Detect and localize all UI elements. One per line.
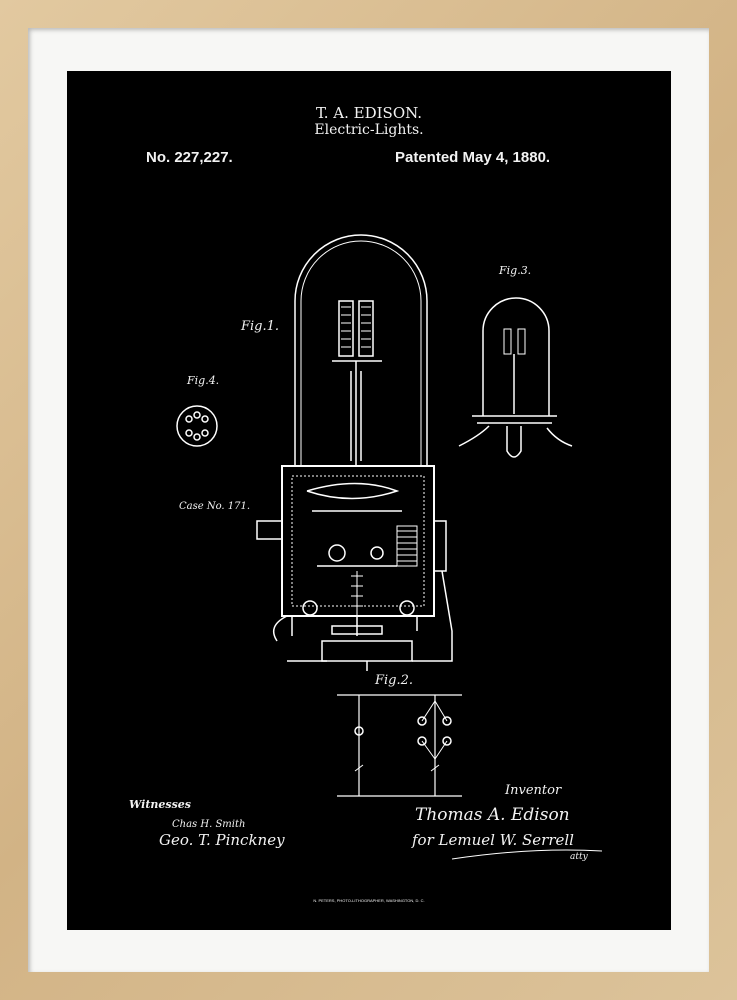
printer-credit: N. PETERS, PHOTO-LITHOGRAPHER, WASHINGTO… xyxy=(313,898,425,903)
fig4-label: Fig.4. xyxy=(187,374,220,387)
witness-signature-2: Geo. T. Pinckney xyxy=(159,831,285,849)
patent-title: Electric-Lights. xyxy=(314,122,424,138)
coil-right xyxy=(358,300,374,357)
fig4-drawing xyxy=(176,405,218,447)
witness-signature-1: Chas H. Smith xyxy=(172,819,246,830)
attorney-signature: for Lemuel W. Serrell xyxy=(412,831,574,849)
patent-drawing xyxy=(176,234,603,860)
fig2-circuit xyxy=(337,694,462,797)
case-number: Case No. 171. xyxy=(179,501,251,512)
inventor-heading: T. A. EDISON. xyxy=(315,104,423,122)
patent-number: No. 227,227. xyxy=(146,149,233,166)
inventor-signature: Thomas A. Edison xyxy=(415,805,570,825)
fig2-label: Fig.2. xyxy=(375,673,414,688)
fig1-label: Fig.1. xyxy=(241,319,280,334)
glass-dome xyxy=(294,234,428,466)
patent-poster: T. A. EDISON. Electric-Lights. No. 227,2… xyxy=(67,71,671,930)
coil-left xyxy=(338,300,354,357)
attorney-suffix: atty xyxy=(570,852,588,862)
patent-date: Patented May 4, 1880. xyxy=(395,149,551,166)
fig3-label: Fig.3. xyxy=(499,264,532,277)
witnesses-label: Witnesses xyxy=(129,798,191,811)
fig3-dome xyxy=(482,297,550,416)
base-housing xyxy=(281,465,435,617)
inventor-label: Inventor xyxy=(505,783,562,798)
